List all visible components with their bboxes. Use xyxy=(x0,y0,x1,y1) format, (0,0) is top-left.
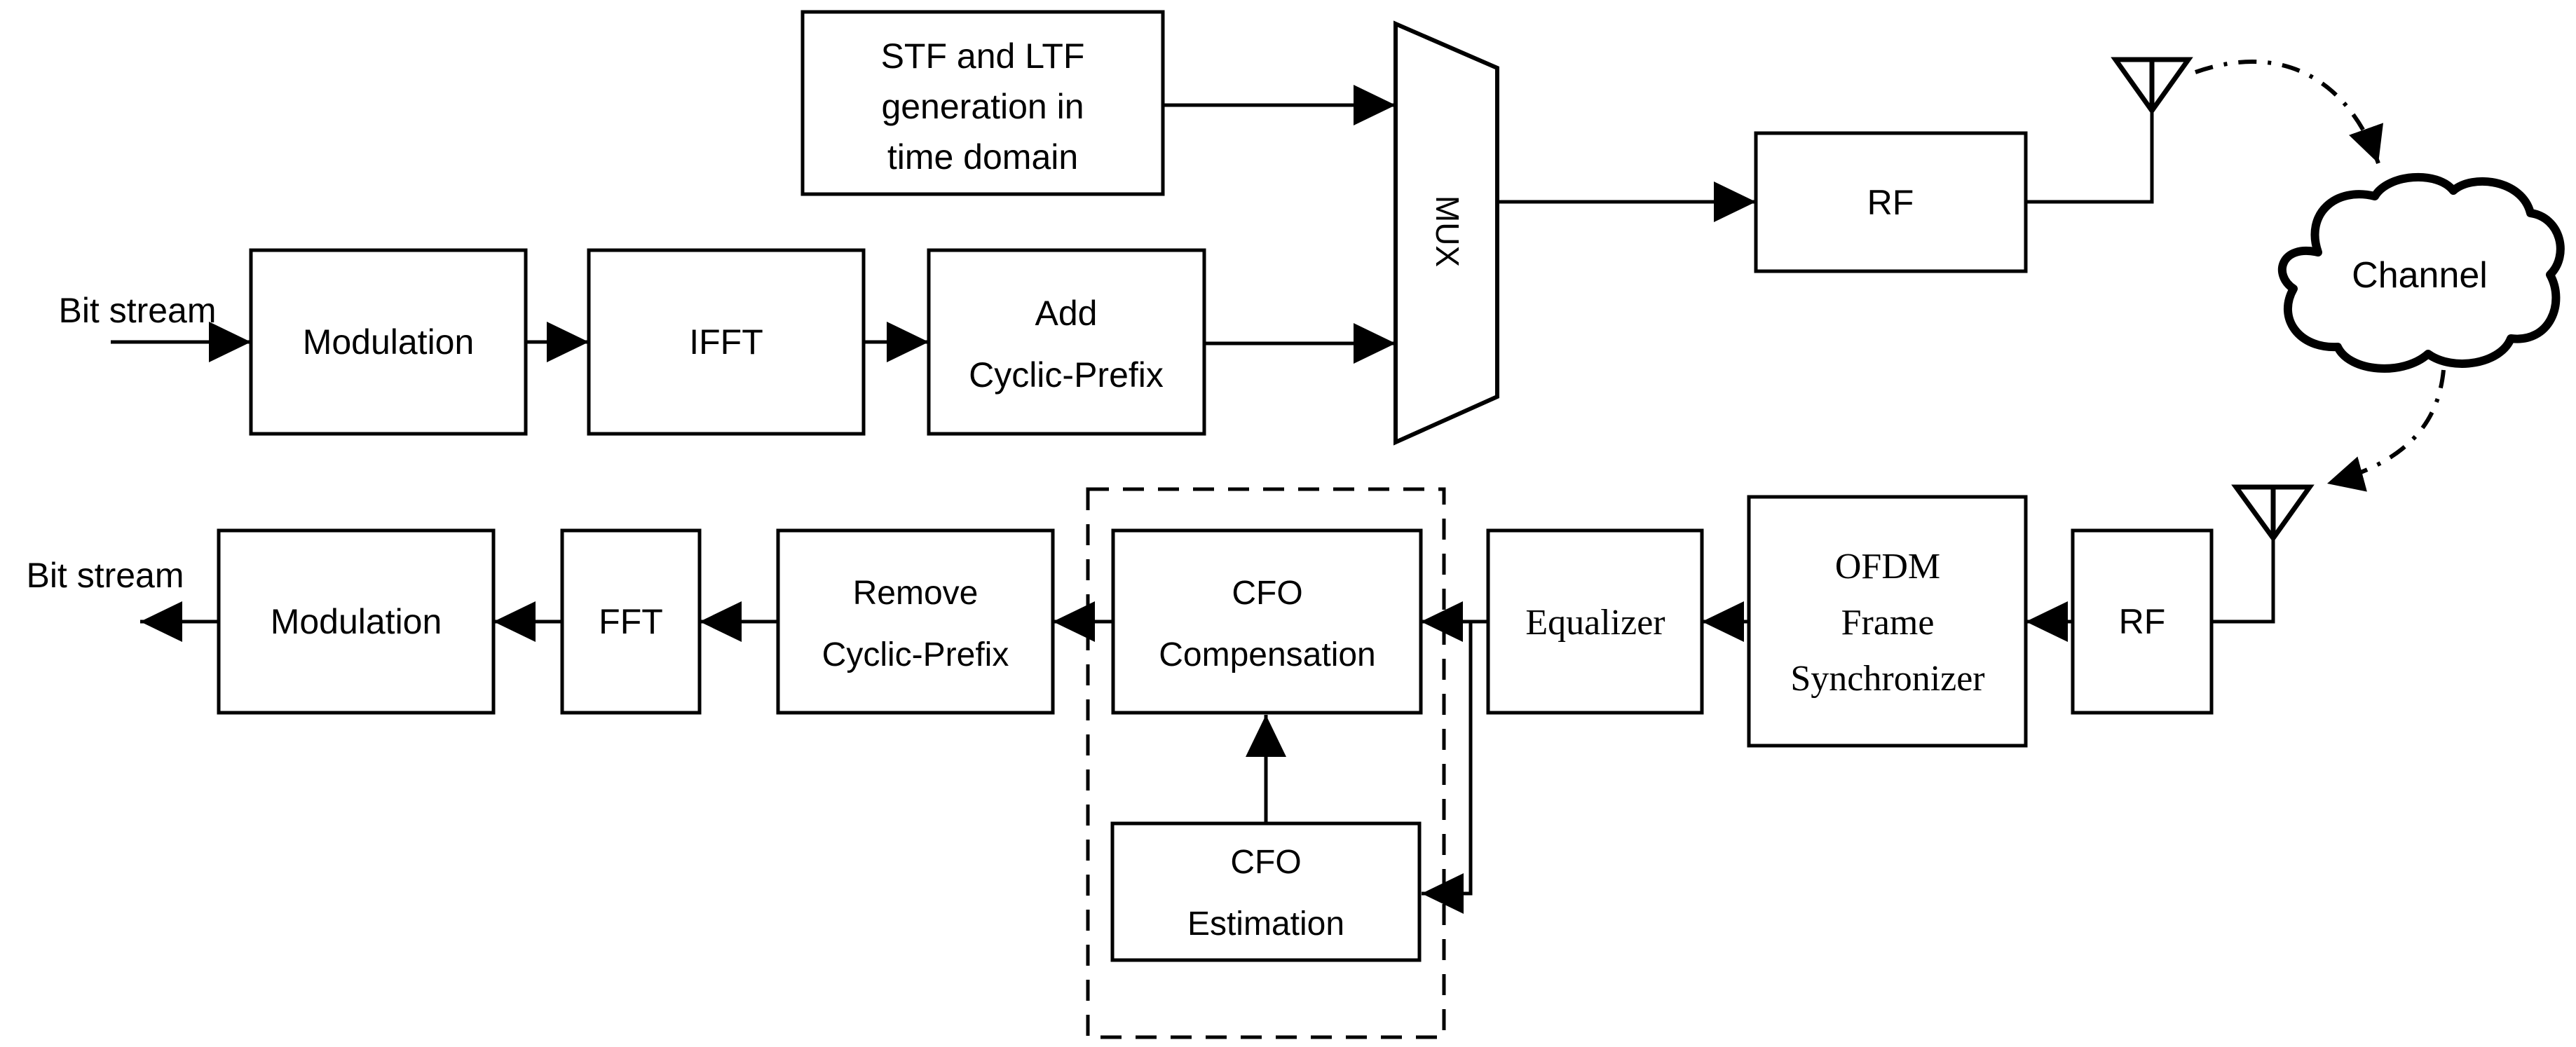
equalizer-block: Equalizer xyxy=(1486,528,1704,715)
wire-antenna-to-rf-rx xyxy=(2212,538,2275,624)
bit-stream-label-rx: Bit stream xyxy=(26,556,184,595)
add-cyclic-prefix-box xyxy=(927,248,1206,436)
arrow-channel-to-antenna-rx xyxy=(2326,369,2446,492)
modulation-tx-block: Modulation xyxy=(249,248,528,436)
cfo-est-label-line2: Estimation xyxy=(1187,905,1344,943)
rf-rx-label: RF xyxy=(2119,602,2166,641)
ifft-label: IFFT xyxy=(689,322,763,362)
stf-ltf-label-line3: time domain xyxy=(887,137,1078,177)
mux-trapezoid xyxy=(1393,20,1499,446)
ofdm-sync-label-line3: Synchronizer xyxy=(1790,659,1984,699)
add-cyclic-prefix-block: Add Cyclic-Prefix xyxy=(927,248,1206,436)
cfo-comp-label-line1: CFO xyxy=(1232,575,1302,612)
cfo-group-dashed-box xyxy=(1086,487,1446,1039)
fft-label: FFT xyxy=(599,602,663,641)
ofdm-frame-synchronizer-box xyxy=(1747,495,2028,748)
equalizer-label: Equalizer xyxy=(1525,603,1665,643)
rf-tx-box xyxy=(1754,131,2028,273)
cfo-compensation-box xyxy=(1111,528,1423,715)
cfo-estimation-block: CFO Estimation xyxy=(1110,821,1422,962)
ofdm-frame-synchronizer-block: OFDM Frame Synchronizer xyxy=(1747,495,2028,748)
rf-rx-block: RF xyxy=(2071,528,2214,715)
channel-label: Channel xyxy=(2352,255,2488,296)
ifft-block: IFFT xyxy=(587,248,866,436)
modulation-rx-block: Modulation xyxy=(217,528,496,715)
mux-label: MUX xyxy=(1429,196,1466,267)
transmitter-chain: Bit stream Modulation IFFT Add Cyclic-Pr… xyxy=(58,10,2383,446)
rf-tx-block: RF xyxy=(1754,131,2028,273)
cfo-estimation-box xyxy=(1110,821,1422,962)
ofdm-sync-label-line1: OFDM xyxy=(1835,547,1940,587)
stf-ltf-box xyxy=(800,10,1165,196)
rf-tx-label: RF xyxy=(1867,183,1914,222)
modulation-tx-label: Modulation xyxy=(303,322,475,362)
remove-cyclic-prefix-block: Remove Cyclic-Prefix xyxy=(776,528,1055,715)
remove-cyclic-prefix-box xyxy=(776,528,1055,715)
antenna-tx-icon xyxy=(2111,57,2193,116)
remove-cp-label-line2: Cyclic-Prefix xyxy=(822,636,1009,673)
modulation-rx-box xyxy=(217,528,496,715)
feedback-wire-to-cfo-est xyxy=(1422,620,1473,914)
stf-ltf-generation-block: STF and LTF generation in time domain xyxy=(800,10,1165,196)
stf-ltf-label-line2: generation in xyxy=(881,87,1084,126)
cfo-est-label-line1: CFO xyxy=(1230,844,1301,881)
arrow-antenna-to-channel xyxy=(2195,60,2383,165)
ifft-box xyxy=(587,248,866,436)
antenna-rx-icon xyxy=(2231,484,2315,542)
cfo-compensation-block: CFO Compensation xyxy=(1111,528,1423,715)
ofdm-sync-label-line2: Frame xyxy=(1841,603,1935,643)
cfo-comp-label-line2: Compensation xyxy=(1159,636,1376,673)
remove-cp-label-line1: Remove xyxy=(853,575,979,612)
fft-block: FFT xyxy=(560,528,702,715)
wire-rf-to-antenna-tx xyxy=(2026,112,2154,204)
channel-cloud-shape xyxy=(2277,172,2565,373)
mux-block: MUX xyxy=(1393,20,1499,446)
add-cp-label-line1: Add xyxy=(1035,294,1098,333)
channel-block: Channel xyxy=(2277,172,2565,373)
stf-ltf-label-line1: STF and LTF xyxy=(881,36,1085,76)
modulation-rx-label: Modulation xyxy=(271,602,442,641)
add-cp-label-line2: Cyclic-Prefix xyxy=(969,355,1164,395)
equalizer-box xyxy=(1486,528,1704,715)
bit-stream-label-tx: Bit stream xyxy=(58,291,216,330)
receiver-chain: RF OFDM Frame Synchronizer Equalizer CFO… xyxy=(26,484,2315,1039)
